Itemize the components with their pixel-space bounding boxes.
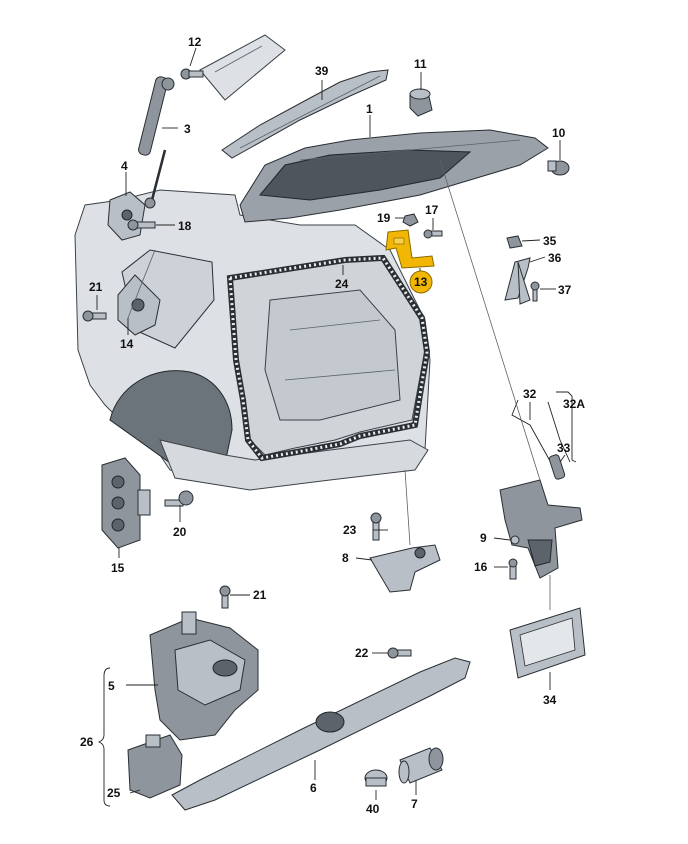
cap-part-40 (364, 769, 388, 787)
vehicle-rear-body (74, 34, 431, 491)
spoiler-part-39 (221, 69, 389, 159)
highlight-badge-13: 13 (409, 270, 433, 294)
part-labels: 12 39 1 11 3 10 4 18 19 17 13 24 35 36 3… (80, 35, 585, 816)
latch-bracket-part-8 (369, 544, 441, 593)
label-21-lower: 21 (253, 588, 267, 602)
buffer-part-15 (101, 457, 151, 549)
label-18: 18 (178, 219, 192, 233)
label-39: 39 (315, 64, 329, 78)
bolt-part-22 (387, 647, 412, 659)
lock-cylinder-part-7 (398, 747, 444, 784)
label-14: 14 (120, 337, 134, 351)
label-26: 26 (80, 735, 94, 749)
label-19: 19 (377, 211, 391, 225)
label-12: 12 (188, 35, 202, 49)
hinge-part-13-highlighted (385, 229, 435, 269)
label-9: 9 (480, 531, 487, 545)
label-3: 3 (184, 122, 191, 136)
bolt-part-21-lower (219, 585, 231, 609)
strap-part-36 (504, 257, 531, 305)
label-32a: 32A (563, 397, 585, 411)
label-23: 23 (343, 523, 357, 537)
tailgate-seal-part-24 (226, 254, 431, 462)
label-11: 11 (414, 57, 427, 71)
label-34: 34 (543, 693, 557, 707)
label-33: 33 (557, 441, 571, 455)
label-5: 5 (108, 679, 115, 693)
gas-strut-part-3 (138, 76, 175, 209)
label-22: 22 (355, 646, 369, 660)
handle-part-6 (171, 657, 471, 811)
label-24: 24 (335, 277, 349, 291)
bolt-part-18 (127, 219, 156, 231)
label-13: 13 (414, 275, 428, 289)
label-6: 6 (310, 781, 317, 795)
clip-part-11 (409, 88, 433, 117)
cover-part-25 (127, 734, 183, 799)
bolt-part-20 (164, 490, 194, 507)
bolt-part-21-upper (82, 310, 107, 322)
label-36: 36 (548, 251, 562, 265)
lock-part-9 (499, 479, 583, 579)
label-21-upper: 21 (89, 280, 103, 294)
label-10: 10 (552, 126, 566, 140)
clip-part-35 (506, 235, 523, 249)
buffer-part-10 (547, 160, 570, 176)
label-15: 15 (111, 561, 125, 575)
label-4: 4 (121, 159, 128, 173)
label-7: 7 (411, 797, 418, 811)
tailgate-part-1 (239, 129, 549, 223)
screw-part-37 (530, 281, 540, 302)
clip-part-33 (548, 454, 566, 480)
label-8: 8 (342, 551, 349, 565)
label-35: 35 (543, 234, 557, 248)
label-37: 37 (558, 283, 572, 297)
label-20: 20 (173, 525, 187, 539)
label-17: 17 (425, 203, 439, 217)
bolt-part-17 (423, 229, 443, 239)
leader-lines (96, 47, 577, 807)
bolt-part-16 (508, 558, 518, 580)
nut-part-19 (402, 213, 419, 227)
lock-unit-part-5 (149, 611, 259, 741)
label-16: 16 (474, 560, 488, 574)
label-25: 25 (107, 786, 121, 800)
bracket-part-14 (117, 274, 161, 336)
ball-stud-part-12 (180, 68, 204, 80)
label-40: 40 (366, 802, 380, 816)
cover-part-34 (509, 607, 586, 679)
label-1: 1 (366, 102, 373, 116)
label-32: 32 (523, 387, 537, 401)
bolt-part-23 (370, 512, 382, 541)
